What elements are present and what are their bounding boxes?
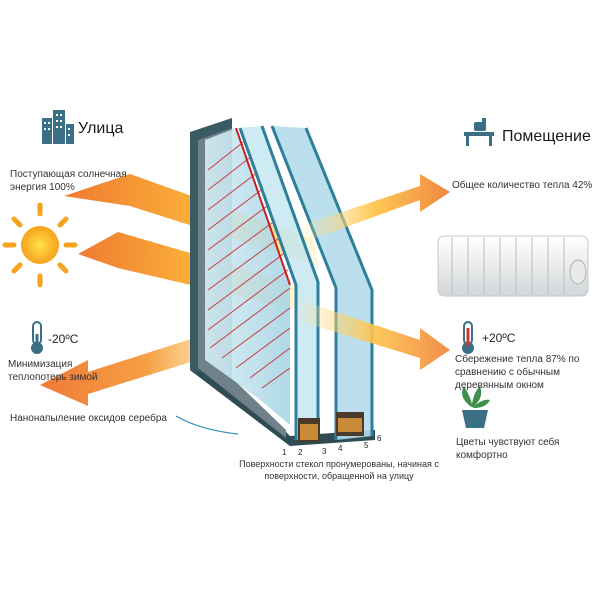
thermometer-cold-icon bbox=[31, 321, 43, 354]
coating-label: Нанонапыление оксидов серебра bbox=[10, 413, 167, 424]
pane-3-edge-inner bbox=[304, 127, 374, 436]
plant-icon bbox=[462, 386, 490, 428]
surface-number-4: 4 bbox=[338, 444, 343, 453]
heat-arrow-room-top bbox=[300, 174, 450, 242]
pane-2-edge-inner bbox=[260, 125, 320, 440]
room-icon bbox=[464, 118, 494, 146]
glass-pane-1 bbox=[205, 128, 290, 425]
inside-title: Помещение bbox=[502, 128, 591, 145]
spacer-right bbox=[336, 412, 364, 436]
surface-number-6: 6 bbox=[377, 434, 382, 443]
glass-pane-3 bbox=[272, 126, 372, 440]
spacer-left bbox=[298, 418, 320, 442]
minimization-label: Минимизация теплопотерь зимой bbox=[8, 359, 98, 383]
outside-temp-label: -20ºC bbox=[48, 332, 79, 346]
coating-edge-line bbox=[235, 127, 291, 286]
thermometer-warm-icon bbox=[462, 321, 474, 354]
outside-title: Улица bbox=[78, 120, 124, 137]
surface-number-2: 2 bbox=[298, 448, 303, 457]
total-heat-label: Общее количество тепла 42% bbox=[452, 180, 593, 191]
flowers-label: Цветы чувствуют себя комфортно bbox=[456, 437, 560, 461]
inside-temp-label: +20ºC bbox=[482, 331, 516, 345]
heat-saving-label: Сбережение тепла 87% по сравнению с обыч… bbox=[455, 354, 580, 391]
heat-arrow-room-reflect bbox=[296, 300, 450, 370]
pane-3-edge bbox=[270, 125, 338, 440]
surface-number-5: 5 bbox=[364, 441, 369, 450]
city-icon bbox=[42, 110, 74, 144]
coating-pointer bbox=[175, 415, 239, 435]
pane-2-edge bbox=[238, 127, 298, 440]
surface-number-3: 3 bbox=[322, 447, 327, 456]
glass-pane-2 bbox=[240, 126, 318, 440]
silver-oxide-coating bbox=[207, 139, 291, 389]
solar-energy-label: Поступающая солнечная энергия 100% bbox=[10, 169, 127, 193]
radiator bbox=[437, 235, 589, 297]
sun-icon bbox=[2, 202, 78, 288]
surface-number-1: 1 bbox=[282, 448, 287, 457]
surfaces-caption: Поверхности стекол пронумерованы, начина… bbox=[239, 459, 439, 481]
